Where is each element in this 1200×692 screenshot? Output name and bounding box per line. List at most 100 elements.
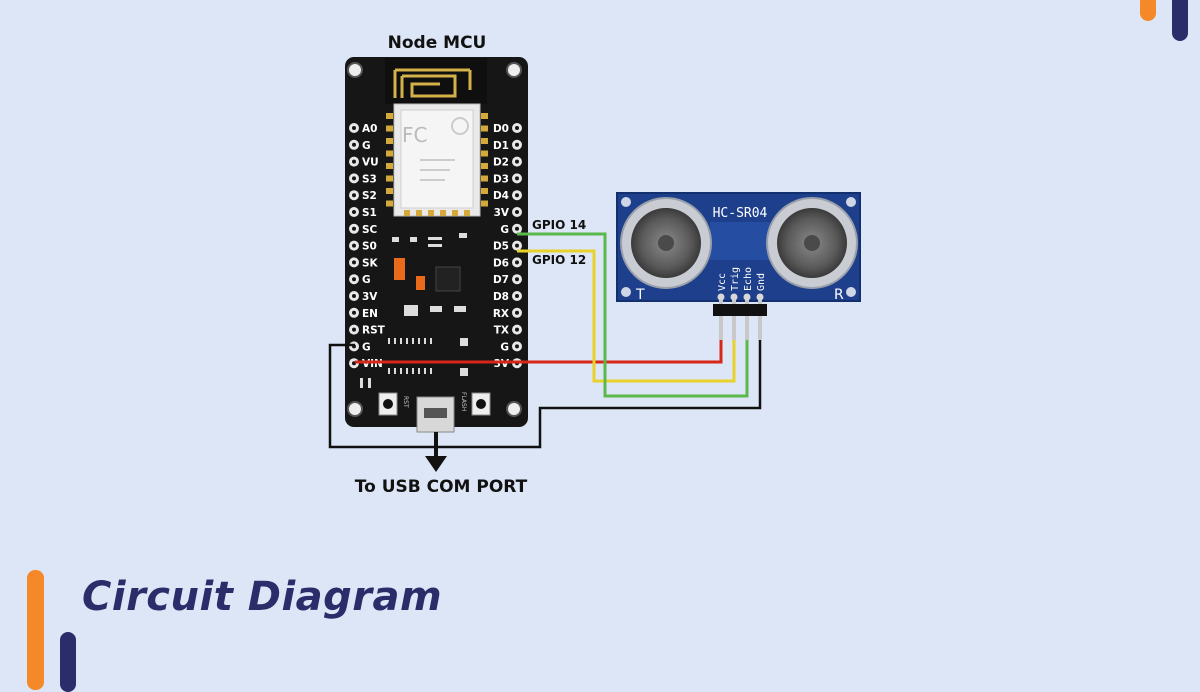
wire-d6-to-trig	[517, 249, 736, 383]
pin-hole-left	[352, 193, 356, 198]
micro-usb-opening	[424, 408, 447, 418]
pin-label-right: D7	[493, 274, 509, 286]
esp-pad	[440, 210, 446, 216]
smd-component	[459, 233, 467, 238]
pin-label-left: S0	[362, 241, 377, 253]
pin-label-left: 3V	[362, 291, 378, 303]
esp-pad	[386, 175, 393, 182]
sensor-pin-leg	[719, 300, 723, 340]
pin-hole-right	[515, 327, 519, 332]
sensor-pin-label: Echo	[743, 267, 754, 291]
sensor-pin-pad	[743, 293, 751, 301]
page-title: Circuit Diagram	[82, 574, 443, 620]
esp-pad	[386, 113, 393, 119]
pin-hole-right	[515, 294, 519, 298]
mount-hole-tl	[347, 62, 363, 78]
sensor-pin-leg	[758, 300, 762, 340]
ic-pin-rows	[360, 338, 468, 388]
sensor-pin-header-block	[713, 304, 767, 316]
esp-pad	[386, 188, 393, 194]
pin-hole-left	[352, 210, 356, 214]
mount-hole-tr	[506, 62, 522, 78]
gpio14-label: GPIO 14	[532, 218, 586, 232]
pin-hole-right	[515, 226, 519, 231]
esp-pad	[481, 125, 488, 132]
fcc-mark-icon: FC	[402, 123, 427, 147]
pin-label-left: G	[362, 274, 371, 286]
ic-pin	[406, 338, 408, 344]
sensor-pin-leg	[745, 300, 749, 340]
pin-label-right: RX	[493, 308, 509, 320]
pin-hole-left	[352, 176, 356, 181]
pin-label-right: 3V	[494, 207, 510, 219]
esp-pad	[452, 210, 458, 216]
nodemcu-title: Node MCU	[388, 33, 487, 53]
ic-pin	[424, 368, 426, 374]
smd-component	[428, 244, 442, 247]
esp-pad	[481, 188, 488, 194]
pin-hole-left	[352, 226, 356, 231]
pin-hole-left	[352, 310, 356, 315]
pin-label-left: S2	[362, 190, 377, 202]
nodemcu-board	[345, 57, 528, 427]
sensor-pin-leg	[732, 300, 736, 340]
pin-hole-left	[352, 142, 356, 147]
esp-pad	[386, 125, 393, 132]
mount-hole-bl	[347, 401, 363, 417]
orange-capacitor	[394, 258, 405, 280]
pin-label-left: S3	[362, 173, 377, 185]
sensor-pin-pad	[717, 293, 725, 301]
pin-label-left: EN	[362, 308, 378, 320]
ic-pin	[430, 368, 432, 374]
ic-pin	[388, 368, 390, 374]
pin-hole-right	[515, 260, 519, 265]
accent-bar-navy-top	[1172, 0, 1188, 41]
sensor-name: HC-SR04	[713, 206, 768, 221]
pin-hole-right	[515, 310, 519, 315]
pin-hole-left	[352, 243, 356, 248]
pin-hole-left	[352, 294, 356, 298]
esp-pad	[386, 163, 393, 169]
sensor-mark-t: T	[635, 287, 645, 303]
smd-component	[460, 368, 468, 376]
pin-label-left: G	[362, 341, 371, 353]
flash-button-cap	[476, 399, 486, 409]
pin-label-right: D0	[493, 123, 509, 135]
sensor-mark-r: R	[834, 287, 844, 303]
pin-label-right: D1	[493, 140, 509, 152]
rst-button-cap	[383, 399, 393, 409]
wire-vin-to-vcc	[355, 340, 723, 364]
usb-arrow-head-icon	[425, 456, 447, 472]
pin-label-right: 3V	[494, 358, 510, 370]
smd-component	[368, 378, 371, 388]
pin-label-left: A0	[362, 123, 377, 135]
pin-hole-right	[515, 277, 519, 282]
mount-hole-br	[506, 401, 522, 417]
ic-pin	[412, 338, 414, 344]
smd-component	[428, 237, 442, 240]
pin-hole-left	[352, 260, 356, 265]
antenna-trace-icon	[393, 68, 472, 98]
sensor-pin-pad	[730, 293, 738, 301]
orange-capacitor	[416, 276, 425, 290]
pin-hole-left	[352, 327, 356, 332]
circuit-diagram: Node MCU FC RST FLASH A0GVUS3S2S1SCS0SKG…	[328, 33, 861, 497]
pin-hole-right	[515, 193, 519, 198]
pin-hole-right	[515, 344, 519, 349]
wire-gnd-to-gnd	[328, 340, 762, 449]
smd-component	[404, 305, 418, 316]
esp-pad	[386, 150, 393, 157]
esp-pad	[481, 163, 488, 169]
ic-pin	[412, 368, 414, 374]
accent-bar-orange-top	[1140, 0, 1156, 21]
pin-hole-right	[515, 176, 519, 181]
ic-pin	[388, 338, 390, 344]
pin-label-right: D3	[493, 173, 509, 185]
pin-label-right: D8	[493, 291, 509, 303]
ic-pin	[394, 368, 396, 374]
accent-bar-orange-bottom	[27, 570, 44, 690]
pin-hole-right	[515, 210, 519, 214]
